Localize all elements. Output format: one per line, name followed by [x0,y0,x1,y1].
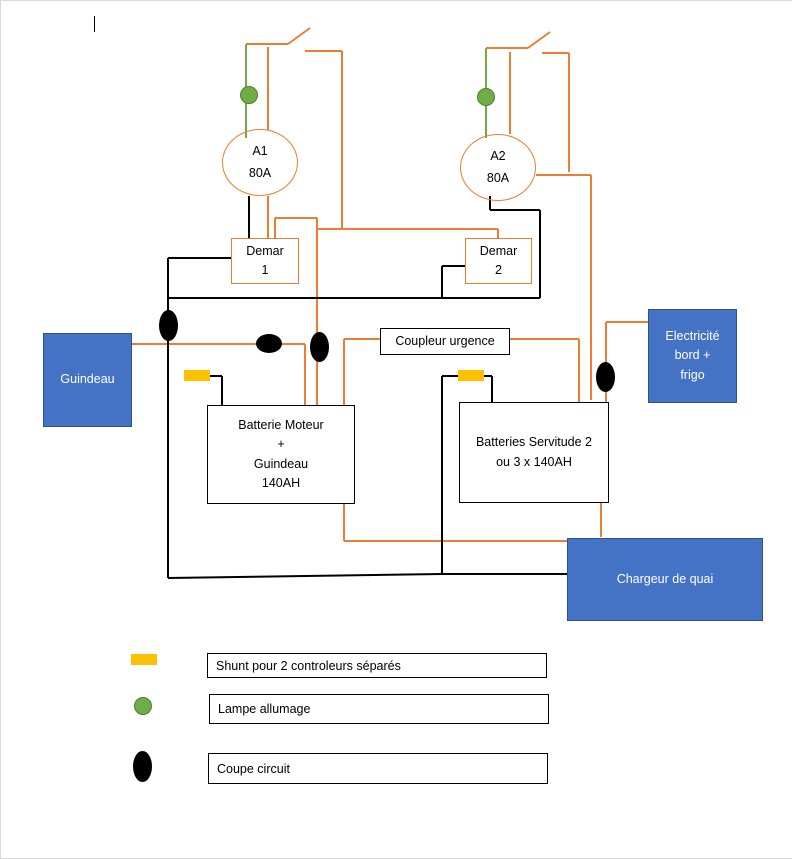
chargeur-de-quai-box: Chargeur de quai [567,538,763,621]
batterie-moteur-box: Batterie Moteur + Guindeau 140AH [207,405,355,504]
orange-wires [131,27,648,542]
shunt-servitude-icon [458,370,484,381]
coupleur-urgence-box: Coupleur urgence [380,328,510,355]
fuse-electricite-icon [596,362,615,392]
legend-lamp-label: Lampe allumage [209,694,549,724]
fuse-moteur-icon [310,332,329,362]
fuse-black-ground-icon [159,310,178,341]
legend-shunt-label: Shunt pour 2 controleurs séparés [207,653,547,678]
lamp-a1-icon [240,86,258,104]
legend-lamp-icon [134,697,152,715]
text-cursor [94,16,95,32]
guindeau-box: Guindeau [43,333,132,427]
lamp-a2-icon [477,88,495,106]
fuse-guindeau-icon [256,334,282,353]
shunt-moteur-icon [184,370,210,381]
legend-fuse-label: Coupe circuit [208,753,548,784]
legend-fuse-icon [133,751,152,782]
legend-shunt-icon [131,654,157,665]
